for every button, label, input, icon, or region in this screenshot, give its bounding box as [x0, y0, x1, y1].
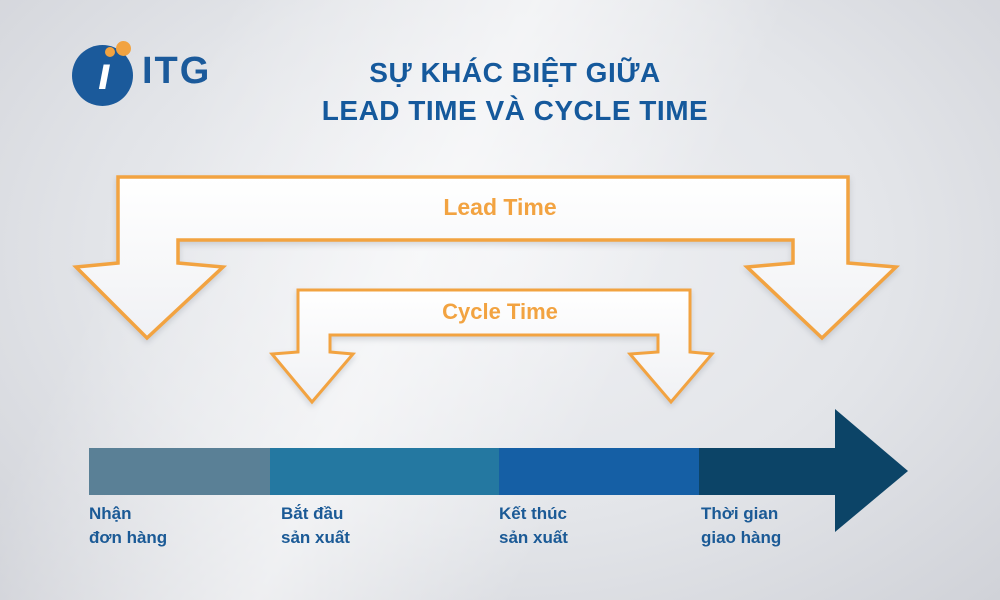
cycle-time-banner-shape — [268, 288, 716, 405]
milestone-label-start-production: Bắt đầu sản xuất — [281, 502, 350, 550]
timeline-segment-end-production — [499, 448, 699, 495]
page-title-line1: SỰ KHÁC BIỆT GIỮA — [369, 57, 661, 88]
milestone-label-order: Nhận đơn hàng — [89, 502, 167, 550]
milestone-label-delivery: Thời gian giao hàng — [701, 502, 781, 550]
page-title-line2: LEAD TIME VÀ CYCLE TIME — [321, 95, 709, 126]
logo-dot-small-icon — [105, 47, 115, 57]
milestone-start-line2: sản xuất — [281, 528, 350, 547]
lead-time-label: Lead Time — [443, 194, 557, 220]
milestone-delivery-line2: giao hàng — [701, 528, 782, 547]
milestone-start-line1: Bắt đầu — [281, 504, 344, 523]
lead-time-banner-shape — [72, 175, 901, 341]
milestone-label-end-production: Kết thúc sản xuất — [499, 502, 568, 550]
logo-letter: ı — [98, 46, 111, 99]
milestone-delivery-line1: Thời gian — [701, 504, 779, 523]
timeline-segment-start-production — [270, 448, 499, 495]
timeline-segment-order — [89, 448, 270, 495]
logo-dot-large-icon — [116, 41, 131, 56]
milestone-order-line2: đơn hàng — [89, 528, 168, 547]
timeline-arrowhead-icon — [835, 409, 908, 532]
timeline-segment-delivery — [699, 448, 835, 495]
milestone-end-line2: sản xuất — [499, 528, 568, 547]
milestone-end-line1: Kết thúc — [499, 504, 567, 523]
milestone-order-line1: Nhận — [89, 504, 132, 523]
logo-wordmark: ITG — [142, 50, 212, 92]
cycle-time-label: Cycle Time — [442, 299, 558, 324]
itg-logo-icon: ı — [72, 45, 133, 106]
page-title: SỰ KHÁC BIỆT GIỮA LEAD TIME VÀ CYCLE TIM… — [250, 54, 780, 130]
